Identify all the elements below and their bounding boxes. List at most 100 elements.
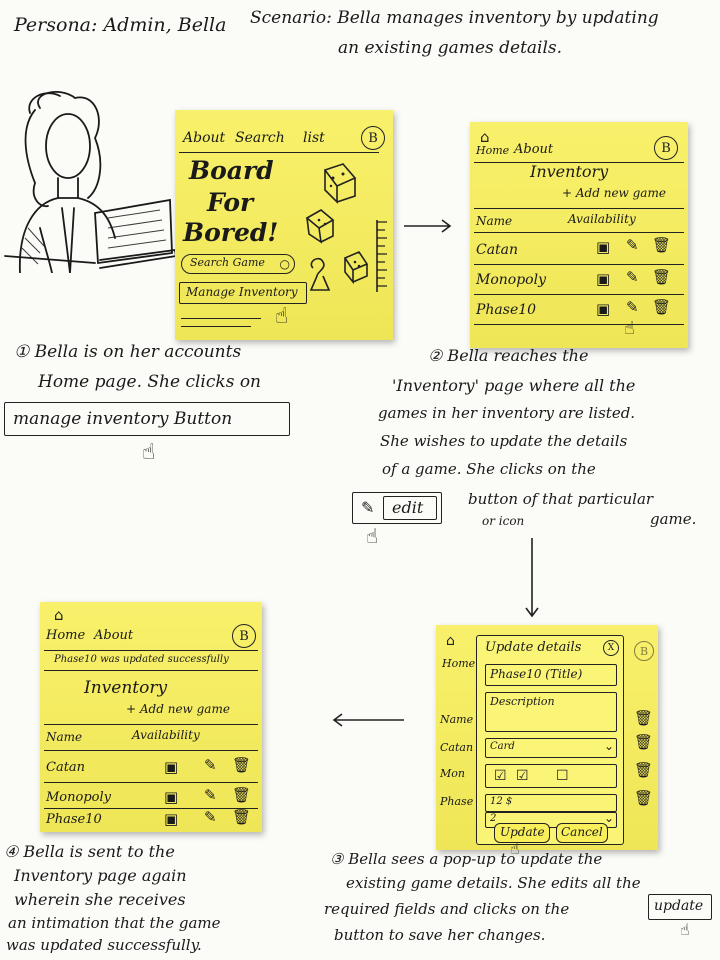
search-game-button[interactable]: Search Game ○ — [181, 254, 295, 274]
description-field-value: Description — [490, 695, 555, 708]
delete-trash-icon[interactable]: 🗑 — [652, 298, 672, 316]
quantity-select[interactable]: 2 ⌄ — [485, 811, 617, 828]
checkbox-icon[interactable]: ☐ — [556, 768, 569, 784]
update-example-label: update — [654, 898, 704, 914]
title-field[interactable]: Phase10 (Title) — [485, 664, 617, 686]
bg-row: Name — [440, 713, 474, 726]
persona-sketch-image — [4, 91, 178, 273]
home-icon[interactable]: ⌂ — [480, 128, 490, 146]
availability-box-icon: ▣ — [596, 238, 611, 256]
sticky-note-update: ⌂ Home B Name Catan Mon Phase 🗑 🗑 🗑 🗑 Up… — [436, 625, 658, 858]
nav-search[interactable]: Search — [235, 130, 285, 146]
home-icon[interactable]: ⌂ — [54, 606, 64, 624]
nav-about[interactable]: About — [94, 628, 134, 643]
nav-about[interactable]: About — [514, 142, 554, 157]
update-button-label: Update — [500, 825, 545, 839]
price-field[interactable]: 12 $ — [485, 794, 617, 812]
step1-line2: Home page. She clicks on — [38, 372, 262, 392]
bg-row: Phase — [440, 795, 474, 808]
delete-trash-icon: 🗑 — [634, 761, 654, 779]
checkbox-icon[interactable]: ☑ — [494, 768, 507, 784]
table-row-name: Phase10 — [46, 812, 102, 827]
category-select[interactable]: Card ⌄ — [485, 738, 617, 758]
add-new-game-button[interactable]: + Add new game — [126, 702, 230, 716]
manage-inventory-button[interactable]: Manage Inventory — [179, 282, 307, 304]
avatar[interactable]: B — [654, 136, 678, 160]
step2-line6b: game. — [650, 510, 697, 528]
step4-line3: wherein she receives — [14, 890, 186, 909]
pointer-hand-icon: ☝ — [142, 440, 156, 465]
scenario-line-2: an existing games details. — [338, 38, 563, 58]
inventory-heading: Inventory — [84, 678, 168, 698]
checkbox-icon[interactable]: ☑ — [516, 768, 529, 784]
table-row-name: Monopoly — [476, 272, 546, 288]
home-icon: ⌂ — [446, 633, 455, 649]
edit-pencil-icon[interactable]: ✎ — [204, 808, 217, 826]
step3-line4: button to save her changes. — [334, 926, 546, 944]
table-row-name: Monopoly — [46, 790, 111, 805]
delete-trash-icon[interactable]: 🗑 — [232, 808, 252, 826]
delete-trash-icon[interactable]: 🗑 — [232, 786, 252, 804]
avatar[interactable]: B — [361, 126, 385, 150]
dice-illustration — [305, 163, 387, 292]
chevron-down-icon: ⌄ — [603, 811, 614, 825]
description-field[interactable]: Description — [485, 692, 617, 732]
flow-arrow-down — [525, 538, 539, 618]
flow-arrow-left — [332, 713, 404, 727]
app-title-line-3: Bored! — [183, 218, 279, 247]
cancel-button[interactable]: Cancel — [556, 823, 608, 843]
update-example-box: update — [648, 894, 712, 920]
nav-home[interactable]: Home — [46, 628, 86, 643]
flow-arrow-right — [404, 219, 452, 233]
pointer-hand-icon: ☝ — [510, 839, 520, 858]
edit-pencil-icon[interactable]: ✎ — [204, 756, 217, 774]
chevron-down-icon: ⌄ — [603, 739, 614, 753]
edit-pencil-icon[interactable]: ✎ — [204, 786, 217, 804]
edit-pencil-icon: ✎ — [361, 498, 375, 517]
quantity-select-value: 2 — [490, 813, 497, 824]
manage-inventory-example-box: manage inventory Button — [4, 402, 290, 436]
step2-line4: She wishes to update the details — [380, 432, 628, 450]
pointer-hand-icon: ☝ — [366, 524, 379, 548]
manage-inventory-label: Manage Inventory — [186, 285, 298, 299]
avatar[interactable]: B — [232, 624, 256, 648]
app-title-line-2: For — [207, 188, 254, 217]
nav-list[interactable]: list — [303, 130, 325, 146]
nav-about[interactable]: About — [183, 130, 226, 146]
step3-line2: existing game details. She edits all the — [346, 874, 641, 892]
add-new-game-button[interactable]: + Add new game — [562, 186, 666, 200]
edit-pencil-icon[interactable]: ✎ — [626, 298, 639, 316]
column-name-header: Name — [476, 214, 513, 228]
delete-trash-icon[interactable]: 🗑 — [232, 756, 252, 774]
sticky-note-inventory: ⌂ Home About B Inventory + Add new game … — [470, 122, 688, 348]
step4-line5: was updated successfully. — [6, 936, 202, 954]
edit-example-label: edit — [392, 498, 424, 517]
step3-line1: ③ Bella sees a pop-up to update the — [330, 850, 603, 868]
modal-title: Update details — [485, 640, 582, 655]
price-field-value: 12 $ — [490, 796, 513, 807]
title-field-value: Phase10 (Title) — [490, 667, 583, 681]
edit-pencil-icon[interactable]: ✎ — [626, 236, 639, 254]
edit-example-button: edit — [383, 496, 437, 520]
update-button[interactable]: Update — [494, 823, 550, 843]
delete-trash-icon[interactable]: 🗑 — [652, 236, 672, 254]
avatar: B — [634, 641, 654, 661]
delete-trash-icon: 🗑 — [634, 733, 654, 751]
availability-box-icon: ▣ — [596, 300, 611, 318]
delete-trash-icon[interactable]: 🗑 — [652, 268, 672, 286]
close-icon[interactable]: X — [603, 640, 619, 656]
nav-home[interactable]: Home — [476, 144, 510, 157]
step1-line1: ① Bella is on her accounts — [14, 342, 242, 362]
pointer-hand-icon: ☝ — [680, 920, 690, 939]
inventory-heading: Inventory — [530, 162, 609, 181]
scenario-line-1: Scenario: Bella manages inventory by upd… — [250, 8, 659, 28]
edit-pencil-icon[interactable]: ✎ — [626, 268, 639, 286]
column-availability-header: Availability — [568, 212, 636, 226]
delete-trash-icon: 🗑 — [634, 789, 654, 807]
player-count-options[interactable]: ☑ ☑ ☐ — [485, 764, 617, 788]
step3-line3a: required fields and clicks on the — [324, 900, 570, 918]
pointer-hand-icon: ☝ — [275, 304, 289, 329]
step2-line6a: button of that particular — [468, 490, 654, 508]
search-icon: ○ — [279, 257, 290, 271]
table-row-name: Catan — [46, 760, 86, 775]
